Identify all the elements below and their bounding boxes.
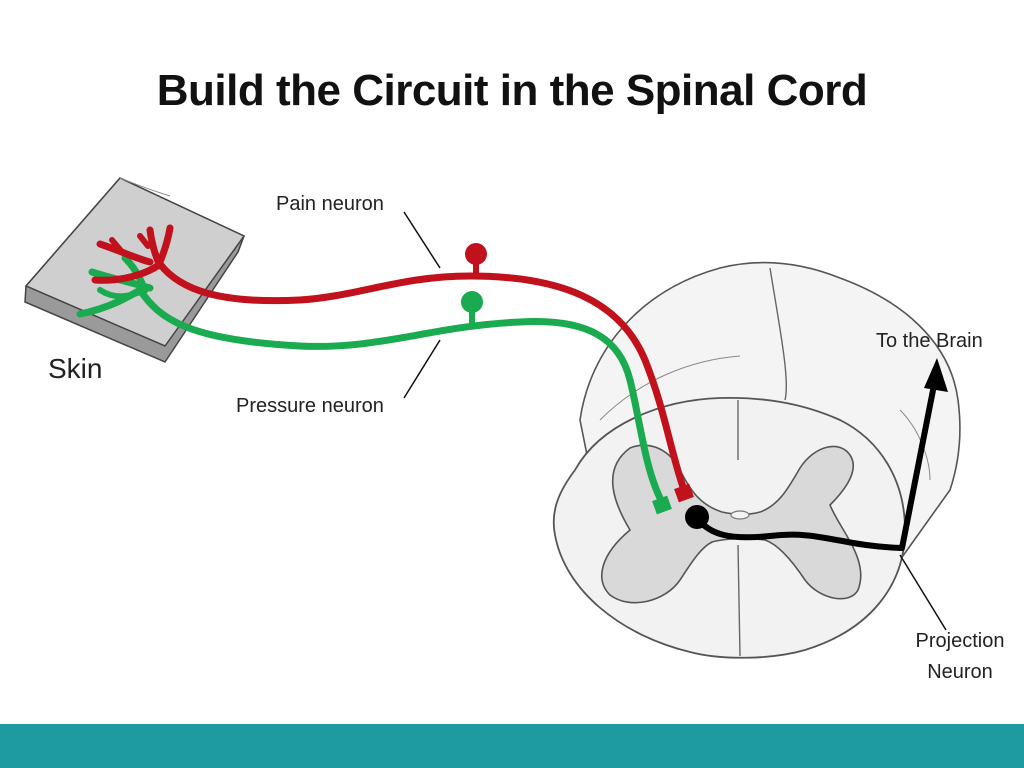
pain-cell-body xyxy=(465,243,487,265)
slide-title: Build the Circuit in the Spinal Cord xyxy=(156,66,868,115)
pressure-pointer xyxy=(403,339,441,399)
pressure-terminal xyxy=(652,495,672,515)
pain-pointer xyxy=(403,211,441,269)
footer-bar xyxy=(0,724,1024,768)
arrow-head-icon xyxy=(924,358,948,392)
projection-label-line2: Neuron xyxy=(927,661,993,683)
skin-label: Skin xyxy=(48,353,102,384)
projection-label-line1: Projection xyxy=(916,630,1005,652)
pain-terminal xyxy=(674,483,694,503)
pressure-neuron-label: Pressure neuron xyxy=(236,395,384,417)
to-brain-label: To the Brain xyxy=(876,330,983,352)
projection-neuron xyxy=(685,358,948,551)
spinal-cord xyxy=(552,261,961,659)
pain-neuron xyxy=(91,224,694,503)
projection-pointer xyxy=(899,554,947,631)
pressure-cell-body xyxy=(461,291,483,313)
pain-neuron-label: Pain neuron xyxy=(276,193,384,215)
projection-cell-body xyxy=(685,505,709,529)
